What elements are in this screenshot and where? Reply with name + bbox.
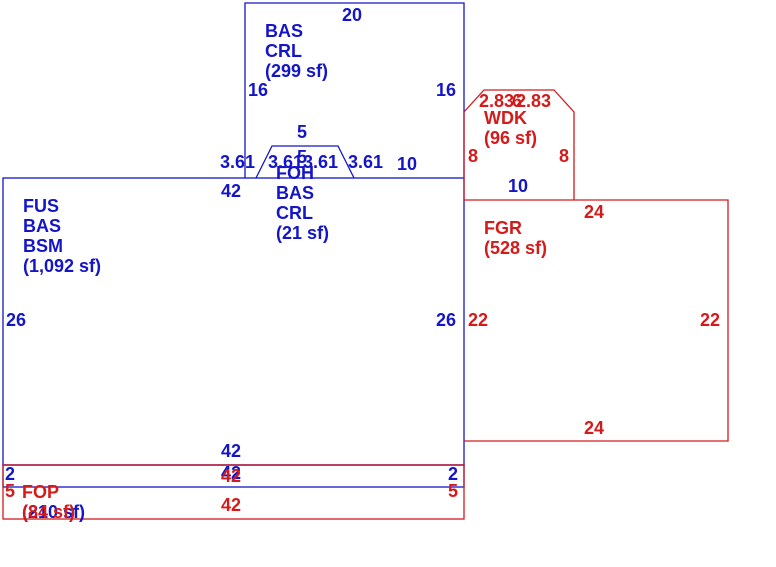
dim-foh-diag-2: 3.61 <box>268 152 303 172</box>
wdk-outline <box>463 89 575 200</box>
wdk-code1: WDK <box>484 108 527 128</box>
foh-code3: CRL <box>276 203 313 223</box>
area-label-foh: FOH BAS CRL (21 sf) <box>276 163 329 243</box>
area-label-wdk: WDK (96 sf) <box>484 108 537 148</box>
dim-fus-top: 42 <box>221 181 241 201</box>
dim-foh-diag-4: 3.61 <box>348 152 383 172</box>
dim-fgr-left: 22 <box>468 310 488 330</box>
dim-fgr-top: 24 <box>584 202 604 222</box>
foh-outline <box>255 145 355 179</box>
fus-outline <box>2 177 465 466</box>
fus-code3: BSM <box>23 236 63 256</box>
dim-strip-left: 2 <box>5 464 15 484</box>
dim-wdk-top: 6 <box>512 91 522 111</box>
dim-strip-bottom: 42 <box>221 463 241 483</box>
dim-wdk-diag-left: 2.83 <box>479 91 514 111</box>
fus-code1: FUS <box>23 196 59 216</box>
area-label-fop: FOP (210 sf) (84 sf) <box>22 482 85 522</box>
dim-fgr-bottom: 24 <box>584 418 604 438</box>
dim-fop-bottom: 42 <box>221 495 241 515</box>
fop-outline <box>2 464 465 520</box>
fgr-code1: FGR <box>484 218 522 238</box>
dim-fus-right: 26 <box>436 310 456 330</box>
dim-fop-left: 5 <box>5 481 15 501</box>
area-label-fus: FUS BAS BSM (1,092 sf) <box>23 196 101 276</box>
dim-wdk-diag-right: 2.83 <box>516 91 551 111</box>
foh-code2: BAS <box>276 183 314 203</box>
dim-fgr-right: 22 <box>700 310 720 330</box>
dim-wdk-left: 8 <box>468 146 478 166</box>
dim-wdk-right: 8 <box>559 146 569 166</box>
fop-code1: FOP <box>22 482 59 502</box>
dim-fus-left: 26 <box>6 310 26 330</box>
dim-fop-top: 42 <box>221 466 241 486</box>
dim-bas-top-width: 20 <box>342 5 362 25</box>
foh-code1: FOH <box>276 163 314 183</box>
fus-area: (1,092 sf) <box>23 256 101 276</box>
area-label-fgr: FGR (528 sf) <box>484 218 547 258</box>
dim-foh-diag-3: 3.61 <box>303 152 338 172</box>
dim-fop-right: 5 <box>448 481 458 501</box>
fgr-outline <box>464 199 729 442</box>
bas-top-area: (299 sf) <box>265 61 328 81</box>
dim-strip-right: 2 <box>448 464 458 484</box>
fop-overlap-area: (210 sf) <box>22 502 85 522</box>
wdk-area: (96 sf) <box>484 128 537 148</box>
dim-foh-top: 5 <box>297 122 307 142</box>
dim-fus-bottom: 42 <box>221 441 241 461</box>
dim-bas-top-right: 16 <box>436 80 456 100</box>
red-outlines <box>2 89 729 520</box>
fop-area: (84 sf) <box>22 502 75 522</box>
dim-wdk-bottom: 10 <box>508 176 528 196</box>
fgr-area: (528 sf) <box>484 238 547 258</box>
foh-area: (21 sf) <box>276 223 329 243</box>
dim-foh-diag-1: 3.61 <box>220 152 255 172</box>
dim-bas-top-right-bottom: 10 <box>397 154 417 174</box>
blue-outlines <box>2 2 465 488</box>
area-label-bas-top: BAS CRL (299 sf) <box>265 21 328 81</box>
dim-foh-mid: 5 <box>297 147 307 167</box>
dim-bas-top-left: 16 <box>248 80 268 100</box>
bas-top-outline <box>244 2 465 178</box>
bas-top-code2: CRL <box>265 41 302 61</box>
fus-code2: BAS <box>23 216 61 236</box>
bas-top-code1: BAS <box>265 21 303 41</box>
